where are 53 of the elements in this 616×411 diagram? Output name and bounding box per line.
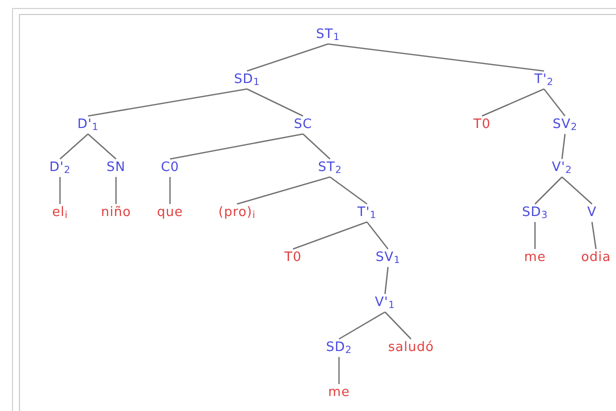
word-label: que: [157, 205, 183, 221]
tree-branch: [246, 43, 328, 72]
tree-branch: [384, 266, 389, 294]
tree-branch: [88, 134, 116, 160]
tree-branch: [338, 357, 340, 384]
tree-branch: [115, 177, 117, 204]
category-label: D'$_{2}$: [49, 160, 71, 176]
tree-branch: [302, 134, 330, 160]
tree-branch: [169, 177, 171, 204]
tree-branch: [384, 312, 412, 340]
tree-branch: [170, 133, 304, 160]
category-label: SV$_{1}$: [376, 250, 400, 266]
word-label: saludó: [388, 340, 434, 356]
word-label: T0: [284, 250, 302, 266]
category-label: V: [587, 205, 597, 221]
tree-branch: [59, 177, 61, 204]
word-label: me: [328, 385, 350, 401]
tree-branch: [338, 311, 386, 340]
tree-branch: [561, 134, 566, 160]
tree-branch: [534, 222, 536, 249]
word-label: el$_{i}$: [52, 205, 68, 221]
word-label: odia: [581, 250, 611, 266]
category-label: C0: [160, 160, 180, 176]
category-label: D'$_{1}$: [77, 117, 99, 133]
word-label: me: [524, 250, 546, 266]
word-label: T0: [473, 117, 491, 133]
tree-branch: [330, 176, 368, 205]
tree-branch: [543, 88, 566, 116]
category-label: SC: [294, 117, 312, 133]
tree-branch: [562, 176, 592, 204]
category-label: SD$_{1}$: [234, 72, 260, 88]
category-label: SN: [106, 160, 126, 176]
tree-branch: [292, 221, 368, 250]
tree-branch: [236, 176, 330, 205]
tree-branch: [328, 43, 544, 72]
word-label: niño: [100, 205, 132, 221]
category-label: V'$_{2}$: [552, 160, 572, 176]
tree-branch: [591, 222, 597, 250]
tree-branch: [88, 88, 248, 117]
category-label: SD$_{2}$: [326, 340, 352, 356]
category-label: ST$_{2}$: [318, 160, 342, 176]
category-label: T'$_{2}$: [534, 72, 554, 88]
category-label: SV$_{2}$: [552, 117, 578, 133]
word-label: (pro)$_{i}$: [218, 205, 256, 221]
tree-branch: [246, 88, 304, 117]
tree-branch: [534, 176, 562, 204]
tree-branch: [60, 134, 88, 160]
tree-branch: [482, 88, 544, 117]
category-label: V'$_{1}$: [374, 295, 396, 311]
category-label: T'$_{1}$: [357, 205, 377, 221]
category-label: SD$_{3}$: [522, 205, 548, 221]
category-label: ST$_{1}$: [316, 27, 340, 43]
tree-branch: [366, 222, 389, 250]
